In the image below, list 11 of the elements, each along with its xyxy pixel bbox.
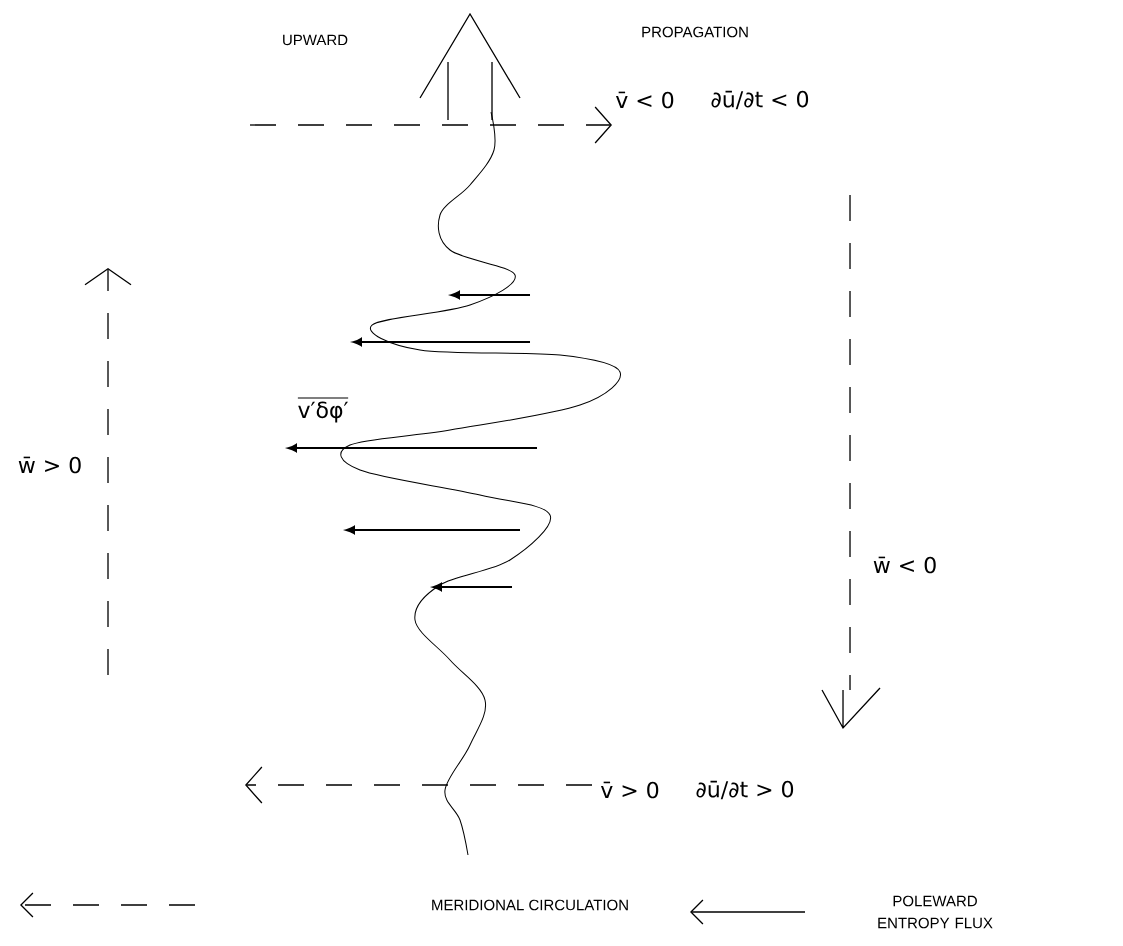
legend-label: MERIDIONAL CIRCULATION: [432, 899, 628, 911]
equation-label: v̄ < 0: [615, 91, 674, 109]
annotation-label: UPWARD: [283, 34, 348, 46]
equation-label: w̄ < 0: [873, 556, 936, 574]
equation-label: ∂ū/∂t > 0: [696, 780, 794, 800]
legend-label: POLEWARD ENTROPY FLUX: [878, 895, 993, 929]
annotation-label: PROPAGATION: [642, 26, 748, 38]
equation-label: ∂ū/∂t < 0: [711, 90, 809, 110]
equation-label: v′δφ′: [298, 401, 348, 423]
equation-label: v̄ > 0: [600, 781, 659, 799]
equation-label: w̄ > 0: [18, 456, 81, 474]
